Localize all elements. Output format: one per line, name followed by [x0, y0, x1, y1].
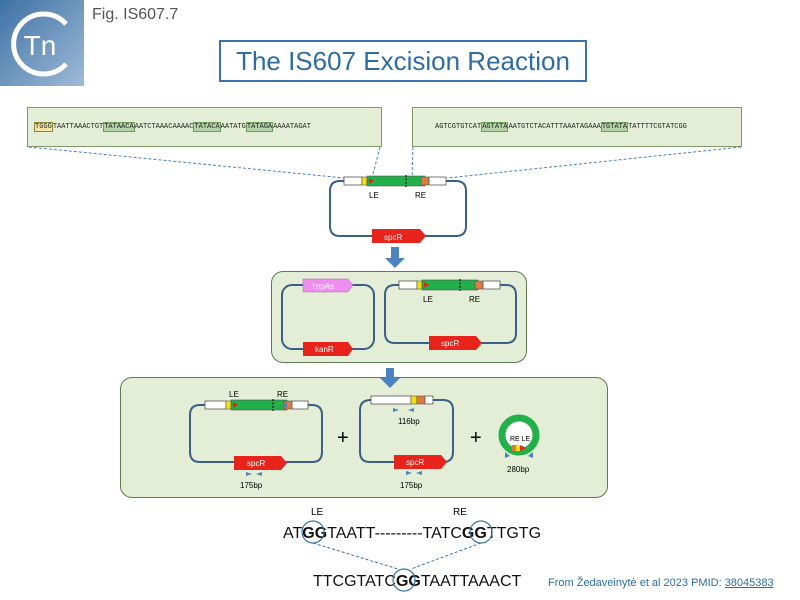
tn-logo: Tn [0, 0, 84, 86]
mid-re-label: RE [469, 295, 480, 304]
re-le-label: RE LE [510, 436, 531, 443]
bp175-label-1: 175bp [240, 481, 263, 490]
figure-label: Fig. IS607.7 [92, 6, 179, 23]
left-segment: TATAACA [103, 122, 135, 132]
left-sequence-box: TGGGTAATTAAACTGTTATAACAAATCTAAACAAAACTAT… [27, 107, 382, 147]
bp116-label: 116bp [398, 417, 420, 426]
backbone-plasmid: 116bp spcR 175bp [359, 395, 454, 490]
plus-1: + [337, 427, 349, 449]
left-segment: AATCTAAACAAAAC [134, 123, 194, 131]
tnpas-label: TnpAs [311, 282, 334, 291]
excised-circle: RE LE 280bp [498, 414, 540, 474]
tnpas-plasmid: TnpAs kanR [281, 278, 375, 356]
page-title: The IS607 Excision Reaction [219, 40, 587, 82]
prod-le-label: LE [229, 390, 239, 399]
down-arrow-2 [380, 368, 400, 388]
logo-text: Tn [24, 30, 57, 61]
left-sequence-text: TGGGTAATTAAACTGTTATAACAAATCTAAACAAAACTAT… [34, 122, 311, 132]
bp280-label: 280bp [507, 465, 530, 474]
unreacted-plasmid: LE RE spcR 175bp [189, 390, 323, 490]
junction-sequence: LE RE ATGGTAATT---------TATCGGTTGTG TTCG… [283, 507, 541, 592]
junction-re-label: RE [453, 507, 467, 518]
credit-text: From Žedaveinytė et al 2023 PMID: [548, 577, 725, 589]
left-segment: TGGG [34, 122, 53, 132]
junction-bottom-seq: TTCGTATCGGTAATTAAACT [313, 573, 522, 590]
top-le-label: LE [369, 191, 379, 200]
top-spcr-label: spcR [384, 233, 402, 242]
mid-spcr-label: spcR [441, 339, 459, 348]
left-segment: AAAATAGAT [273, 123, 311, 131]
left-segment: TATAGA [245, 122, 274, 132]
kanr-label: kanR [315, 345, 334, 354]
plus-2: + [470, 427, 482, 449]
down-arrow-1 [385, 247, 405, 268]
junction-top-seq: ATGGTAATT---------TATCGGTTGTG [283, 525, 541, 542]
credit-line: From Žedaveinytė et al 2023 PMID: 380453… [548, 577, 774, 589]
prod-spcr-label-1: spcR [247, 459, 265, 468]
right-segment: AGTATA [481, 122, 509, 132]
top-plasmid: LE RE spcR [329, 175, 467, 243]
right-segment: AGTCGTGTCAT [435, 123, 482, 131]
junction-le-label: LE [311, 507, 324, 518]
substrate-plasmid: LE RE spcR [384, 279, 517, 350]
top-re-label: RE [415, 191, 426, 200]
zoom-lines [28, 146, 742, 179]
right-segment: TATTTTCGTATCGG [628, 123, 687, 131]
right-sequence-text: AGTCGTGTCATAGTATAAATGTCTACATTTAAATAGAAAT… [435, 122, 687, 132]
right-sequence-box: AGTCGTGTCATAGTATAAATGTCTACATTTAAATAGAAAT… [412, 107, 742, 147]
prod-spcr-label-2: spcR [406, 458, 424, 467]
bp175-label-2: 175bp [400, 481, 423, 490]
right-segment: TGTATA [600, 122, 629, 132]
prod-re-label: RE [277, 390, 288, 399]
left-segment: TAATTAAACTGT [52, 123, 104, 131]
mid-le-label: LE [423, 295, 433, 304]
left-segment: AATATG [220, 123, 246, 131]
left-segment: TATACA [193, 122, 221, 132]
pmid-link[interactable]: 38045383 [724, 577, 774, 589]
right-segment: AATGTCTACATTTAAATAGAAA [508, 123, 601, 131]
